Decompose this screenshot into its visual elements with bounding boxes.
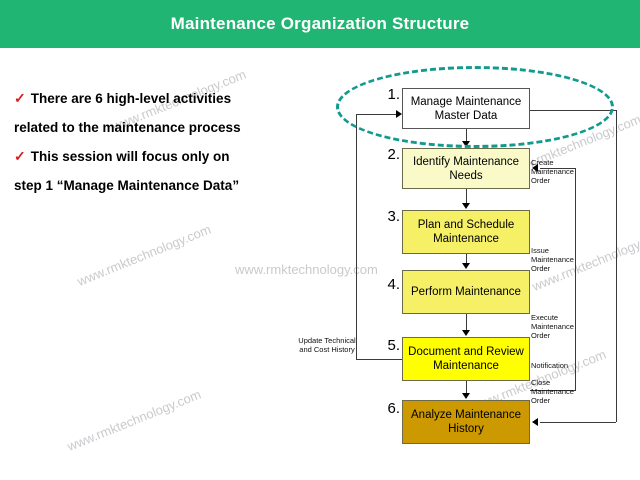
process-step-6-label: Analyze Maintenance History xyxy=(411,408,521,436)
bullet-text: There are 6 high-level activities xyxy=(30,91,232,106)
bullet-list: ✓ There are 6 high-level activities relat… xyxy=(14,84,324,200)
step-number-3: 3. xyxy=(387,208,400,225)
connector-step1-to-step2 xyxy=(466,129,467,142)
step-number-6: 6. xyxy=(387,400,400,417)
label-line-2: History xyxy=(448,423,484,435)
connector-right-rail-into-step6 xyxy=(540,422,616,423)
process-step-3-label: Plan and Schedule Maintenance xyxy=(418,218,515,246)
step-number-1: 1. xyxy=(387,86,400,103)
arrow-down-icon xyxy=(462,141,470,147)
label-line-1: Identify Maintenance xyxy=(412,155,520,168)
step-number-4: 4. xyxy=(387,276,400,293)
label-line-1: Perform Maintenance xyxy=(411,286,521,298)
process-step-1-label: Manage Maintenance Master Data xyxy=(411,95,522,123)
arrow-down-icon xyxy=(462,393,470,399)
annotation-notification: Notification xyxy=(531,361,569,370)
step-number-5: 5. xyxy=(387,337,400,354)
connector-step6-to-inner-rail xyxy=(530,390,576,391)
annotation-create-maintenance-order: Create Maintenance Order xyxy=(531,158,574,185)
bullet-item-1-line-1: ✓ There are 6 high-level activities xyxy=(14,84,324,113)
annotation-update-technical-and-cost-history: Update Technical and Cost History xyxy=(298,336,356,354)
checkmark-icon: ✓ xyxy=(14,90,26,106)
process-step-6-analyze-maintenance-history[interactable]: Analyze Maintenance History xyxy=(402,400,530,444)
connector-step4-to-step5 xyxy=(466,314,467,331)
header-bar: Maintenance Organization Structure xyxy=(0,0,640,48)
connector-step3-to-step4 xyxy=(466,254,467,264)
bullet-item-1-line-2: related to the maintenance process xyxy=(14,120,241,135)
bullet-item-2-line-1: ✓ This session will focus only on xyxy=(14,142,324,171)
annotation-issue-maintenance-order: Issue Maintenance Order xyxy=(531,246,574,273)
bullet-text: This session will focus only on xyxy=(30,149,230,164)
label-line-2: Needs xyxy=(449,169,483,182)
connector-update-history-into-step1 xyxy=(356,114,398,115)
page-title: Maintenance Organization Structure xyxy=(170,14,470,33)
arrow-down-icon xyxy=(462,203,470,209)
connector-outer-right-rail xyxy=(616,110,617,422)
annotation-execute-maintenance-order: Execute Maintenance Order xyxy=(531,313,574,340)
process-step-3-plan-and-schedule-maintenance[interactable]: Plan and Schedule Maintenance xyxy=(402,210,530,254)
arrow-into-step1-icon xyxy=(396,110,402,118)
connector-step5-to-step6 xyxy=(466,381,467,394)
label-line-2: Maintenance xyxy=(433,360,499,372)
connector-step1-to-right-rail xyxy=(530,110,616,111)
connector-update-history-from-step5 xyxy=(356,359,402,360)
label-line-1: Plan and Schedule xyxy=(417,219,515,231)
checkmark-icon: ✓ xyxy=(14,148,26,164)
connector-step2-to-step3 xyxy=(466,189,467,204)
annotation-close-maintenance-order: Close Maintenance Order xyxy=(531,378,574,405)
connector-update-history-vertical xyxy=(356,114,357,360)
arrow-down-icon xyxy=(462,330,470,336)
label-line-1: Analyze Maintenance xyxy=(411,409,521,421)
process-step-5-label: Document and Review Maintenance xyxy=(408,345,524,373)
arrow-into-step6-icon xyxy=(532,418,538,426)
process-step-2-label: Identify Maintenance Needs xyxy=(413,155,519,183)
process-step-4-perform-maintenance[interactable]: Perform Maintenance xyxy=(402,270,530,314)
process-step-5-document-and-review-maintenance[interactable]: Document and Review Maintenance xyxy=(402,337,530,381)
connector-inner-right-rail xyxy=(575,168,576,390)
connector-inner-rail-into-step2 xyxy=(540,168,576,169)
arrow-down-icon xyxy=(462,263,470,269)
bullet-item-2-line-2: step 1 “Manage Maintenance Data” xyxy=(14,178,240,193)
process-step-4-label: Perform Maintenance xyxy=(411,285,521,299)
arrow-into-step2-icon xyxy=(532,164,538,172)
label-line-1: Manage Maintenance xyxy=(410,95,522,108)
label-line-2: Maintenance xyxy=(433,233,499,245)
label-line-2: Master Data xyxy=(434,109,498,122)
process-step-1-manage-maintenance-master-data[interactable]: Manage Maintenance Master Data xyxy=(402,88,530,129)
process-step-2-identify-maintenance-needs[interactable]: Identify Maintenance Needs xyxy=(402,148,530,189)
step-number-2: 2. xyxy=(387,146,400,163)
label-line-1: Document and Review xyxy=(408,346,524,358)
